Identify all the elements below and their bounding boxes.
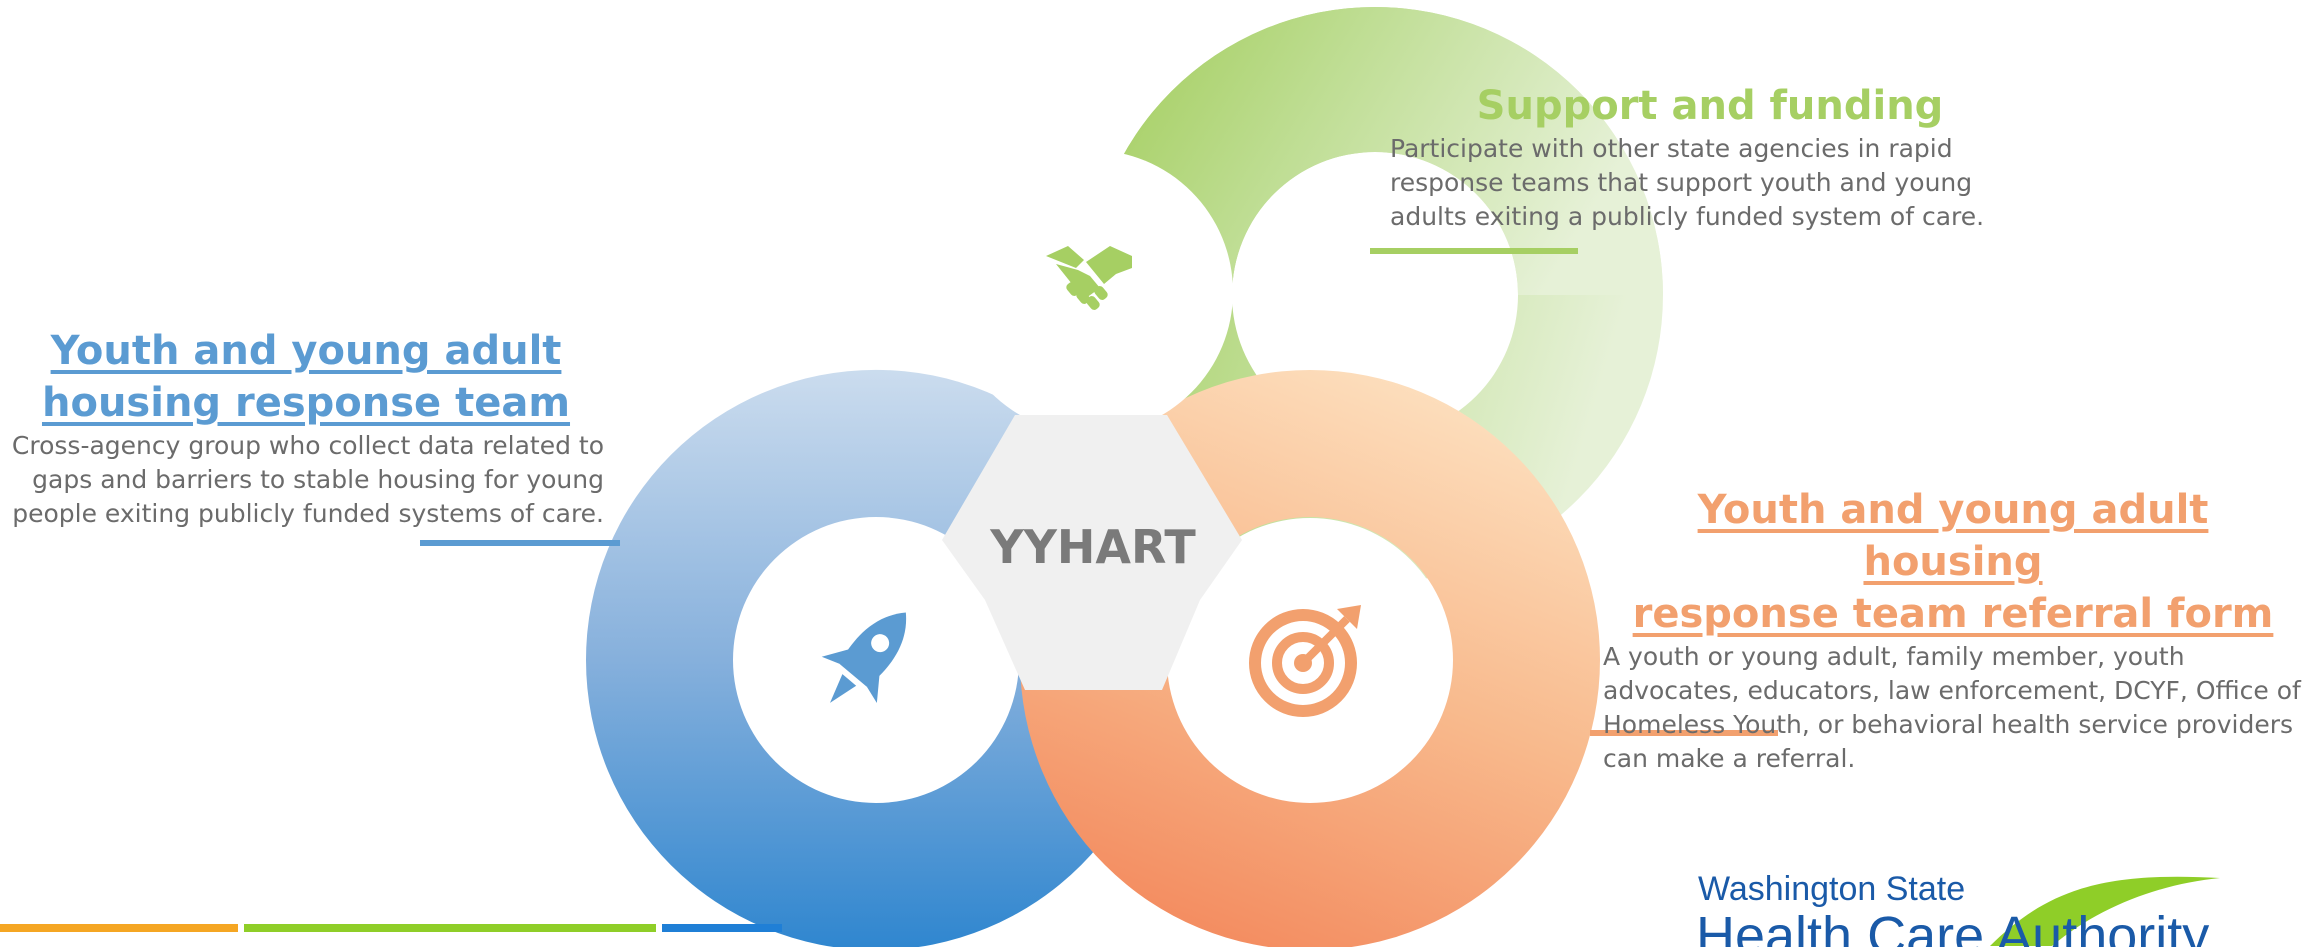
center-triangle (942, 415, 1242, 690)
referral-form-link-line2[interactable]: response team referral form (1632, 591, 2274, 637)
referral-form-desc-line1: A youth or young adult, family member, y… (1603, 642, 2185, 671)
housing-response-team-desc-line1: Cross-agency group who collect data rela… (11, 431, 604, 460)
footer-bar-orange (0, 924, 238, 932)
logo-line2: Health Care Authority (1696, 906, 2210, 947)
section-support-and-funding: Support and funding Participate with oth… (1390, 80, 2030, 234)
housing-response-team-link-line1[interactable]: Youth and young adult (50, 328, 562, 374)
support-and-funding-desc-line2: response teams that support youth and yo… (1390, 168, 1973, 197)
center-label: YYHART (989, 520, 1196, 574)
handshake-icon (1046, 246, 1132, 310)
footer-bar-blue (662, 924, 782, 932)
section-housing-response-team: Youth and young adult housing response t… (8, 325, 604, 531)
housing-response-team-desc-line2: gaps and barriers to stable housing for … (32, 465, 604, 494)
housing-response-team-link-line2[interactable]: housing response team (41, 380, 571, 426)
target-icon (1249, 605, 1361, 717)
green-ring-overlap (1087, 7, 1663, 295)
rocket-icon (821, 612, 907, 704)
logo-swoosh (1990, 876, 2220, 946)
footer-bar-green (244, 924, 656, 932)
support-and-funding-desc-line1: Participate with other state agencies in… (1390, 134, 1953, 163)
referral-form-desc-line3: Homeless Youth, or behavioral health ser… (1603, 710, 2294, 739)
support-and-funding-title: Support and funding (1476, 83, 1944, 129)
referral-form-desc-line2: advocates, educators, law enforcement, D… (1603, 676, 2301, 705)
support-and-funding-desc-line3: adults exiting a publicly funded system … (1390, 202, 1985, 231)
hca-logo: Washington State Health Care Authority (1690, 866, 2250, 947)
referral-form-desc-line4: can make a referral. (1603, 744, 1856, 773)
referral-form-link-line1[interactable]: Youth and young adult housing (1697, 487, 2209, 585)
logo-line1: Washington State (1698, 870, 1966, 908)
housing-response-team-desc-line3: people exiting publicly funded systems o… (12, 499, 604, 528)
section-referral-form: Youth and young adult housing response t… (1603, 484, 2303, 776)
